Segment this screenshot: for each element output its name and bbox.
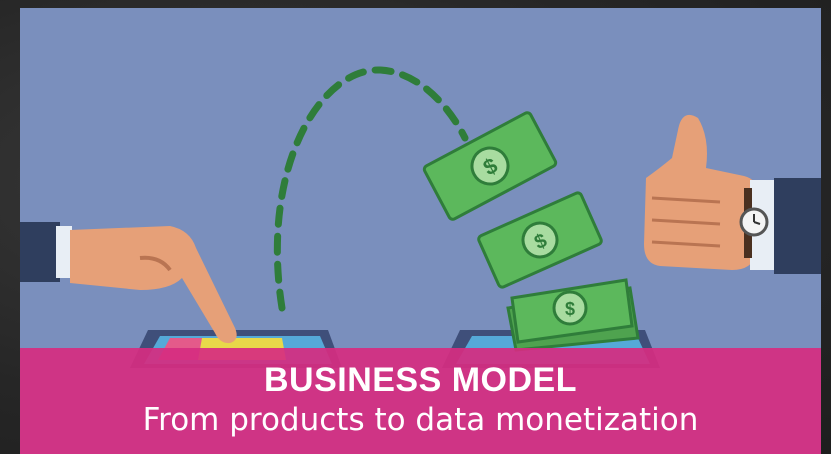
dashed-arc-icon: [273, 66, 469, 312]
money-stack-icon: $: [506, 278, 640, 352]
note-symbol: $: [565, 299, 575, 319]
banknote-icon: $: [477, 191, 603, 289]
wristwatch-icon: [739, 188, 769, 258]
caption-banner: BUSINESS MODEL From products to data mon…: [20, 348, 821, 454]
thumbs-up-hand-icon: [644, 114, 821, 274]
banknote-icon: $: [422, 111, 558, 221]
banner-subtitle: From products to data monetization: [142, 402, 699, 438]
banner-title: BUSINESS MODEL: [263, 361, 578, 399]
pointing-hand-icon: [20, 222, 237, 344]
